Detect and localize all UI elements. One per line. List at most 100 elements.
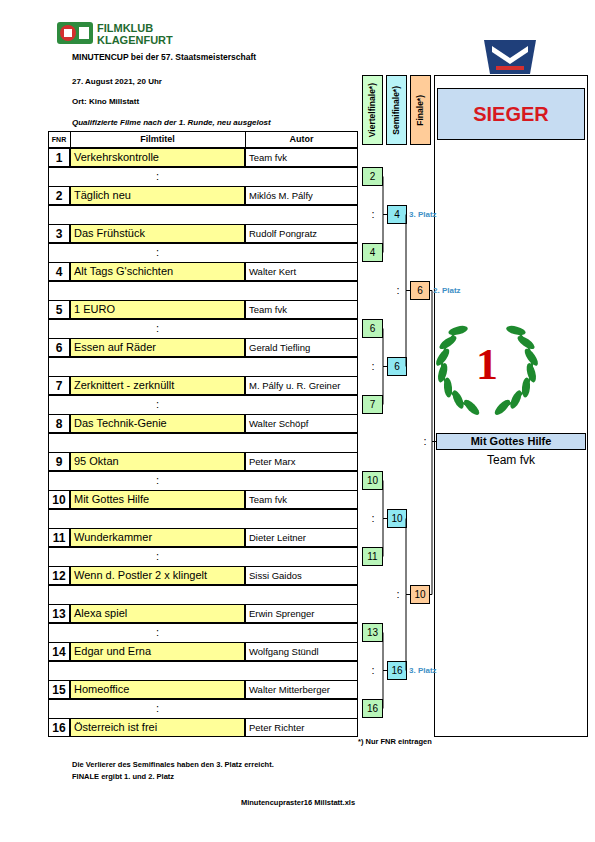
final-box: 10	[410, 585, 430, 604]
film-title-cell: Das Frühstück	[70, 224, 245, 243]
wreath-leaf	[521, 377, 531, 398]
node-text: Homeoffice	[71, 684, 129, 695]
node-text: Alexa spiel	[71, 608, 127, 619]
node-text: 6	[56, 342, 63, 354]
author-cell: Walter Mitterberger	[245, 680, 358, 699]
round-header: Semifinale*)	[386, 75, 407, 145]
author-cell: Peter Richter	[245, 718, 358, 737]
node-text: Wenn d. Postler 2 x klingelt	[71, 570, 207, 581]
node-text: Walter Schöpf	[246, 419, 308, 429]
node-text: Sissi Gaidos	[246, 571, 302, 581]
film-title-cell: Zerknittert - zerknüllt	[70, 376, 245, 395]
semifinal-box: 10	[387, 509, 407, 528]
film-number-cell: 3	[48, 224, 70, 243]
subtitle-text: Qualifizierte Filme nach der 1. Runde, n…	[72, 118, 271, 127]
film-title-cell: Das Technik-Genie	[70, 414, 245, 433]
node-text: 7	[370, 400, 376, 410]
pairing-colon: :	[70, 471, 245, 490]
bracket-line	[383, 481, 387, 519]
pairing-colon: :	[366, 205, 380, 224]
final-box: 6	[410, 281, 430, 300]
node-text: Team fvk	[246, 495, 287, 505]
wreath-leaf	[493, 397, 513, 417]
pairing-colon: :	[366, 357, 380, 376]
film-title-cell: Mit Gottes Hilfe	[70, 490, 245, 509]
bracket-line	[383, 367, 387, 405]
wreath-leaf	[443, 377, 453, 398]
film-number-cell: 8	[48, 414, 70, 433]
logo-shape	[492, 46, 528, 64]
node-text: Verkehrskontrolle	[71, 152, 159, 163]
pairing-colon: :	[418, 433, 432, 450]
node-text: 12	[52, 570, 65, 582]
film-number-cell: 4	[48, 262, 70, 281]
wreath-leaf	[516, 333, 537, 351]
quarterfinal-box: 7	[362, 395, 383, 414]
node-text: 15	[52, 684, 65, 696]
node-text: 11	[367, 552, 377, 562]
round-header-text: Semifinale*)	[392, 86, 401, 135]
author-cell: Sissi Gaidos	[245, 566, 358, 585]
node-text: M. Pálfy u. R. Greiner	[246, 381, 340, 391]
pairing-colon: :	[70, 319, 245, 338]
node-text: Mit Gottes Hilfe	[471, 436, 552, 447]
pairing-colon: :	[70, 547, 245, 566]
node-text: Walter Mitterberger	[246, 685, 330, 695]
semifinal-box: 4	[387, 205, 407, 224]
author-cell: Erwin Sprenger	[245, 604, 358, 623]
node-text: 95 Oktan	[71, 456, 119, 467]
film-number-cell: 11	[48, 528, 70, 547]
node-text: Wolfgang Stündl	[246, 647, 319, 657]
wreath-leaf	[447, 324, 468, 337]
film-title-cell: 1 EURO	[70, 300, 245, 319]
node-text: Team fvk	[246, 305, 287, 315]
node-text: Erwin Sprenger	[246, 609, 314, 619]
bracket-line	[406, 291, 410, 367]
quarterfinal-box: 10	[362, 471, 383, 490]
film-number-cell: 9	[48, 452, 70, 471]
semifinal-box: 16	[387, 661, 407, 680]
winner-rank: 1	[467, 340, 507, 390]
voefa-logo	[484, 40, 536, 74]
film-number-cell: 5	[48, 300, 70, 319]
round-header-text: Finale*)	[416, 95, 425, 126]
node-text: Wunderkammer	[71, 532, 152, 543]
node-text: Essen auf Räder	[71, 342, 156, 353]
film-number-cell: 2	[48, 186, 70, 205]
node-text: 2	[56, 190, 63, 202]
column-header: FNR	[48, 132, 70, 147]
node-text: 14	[52, 646, 65, 658]
node-text: 6	[417, 286, 423, 296]
pairing-colon: :	[366, 661, 380, 680]
node-text: SIEGER	[473, 104, 549, 124]
author-cell: Wolfgang Stündl	[245, 642, 358, 661]
node-text: Miklós M. Pálfy	[246, 191, 313, 201]
film-number-cell: 16	[48, 718, 70, 737]
logo-shape	[496, 66, 524, 70]
node-text: 5	[56, 304, 63, 316]
table-line	[245, 132, 246, 148]
column-header: Filmtitel	[70, 132, 245, 147]
table-line	[70, 132, 71, 148]
node-text: 10	[52, 494, 65, 506]
author-cell: Rudolf Pongratz	[245, 224, 358, 243]
bracket-line	[383, 671, 387, 709]
node-text: Rudolf Pongratz	[246, 229, 317, 239]
film-title-cell: Homeoffice	[70, 680, 245, 699]
node-text: 16	[391, 666, 402, 676]
author-cell: Gerald Tiefling	[245, 338, 358, 357]
node-text: 10	[391, 514, 402, 524]
note-text: Die Verlierer des Semifinales haben den …	[72, 760, 274, 769]
wreath-leaf	[508, 389, 524, 411]
venue-text: Ort: Kino Millstatt	[72, 97, 139, 106]
node-text: Das Frühstück	[71, 228, 145, 239]
semifinal-box: 6	[387, 357, 407, 376]
logo-text: FILMKLUB	[97, 22, 153, 34]
bracket-line	[430, 442, 436, 595]
node-text: Gerald Tiefling	[246, 343, 310, 353]
film-number-cell: 13	[48, 604, 70, 623]
author-cell: Team fvk	[245, 148, 358, 167]
author-cell: Miklós M. Pálfy	[245, 186, 358, 205]
bracket-line	[406, 519, 410, 595]
